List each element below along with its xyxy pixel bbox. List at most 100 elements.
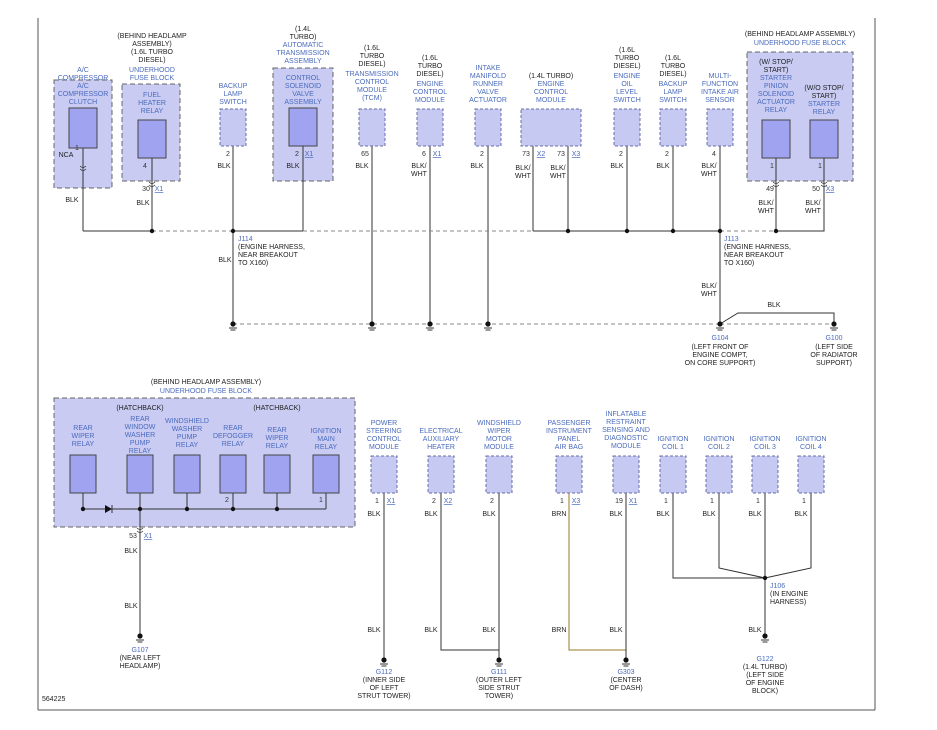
irsdm-pin: 19 bbox=[615, 498, 623, 505]
j114-id: J114 bbox=[238, 236, 253, 243]
starter-wire-a-label: BLK/WHT bbox=[758, 200, 775, 215]
wwm-wire2-label: BLK bbox=[482, 627, 496, 634]
wwm-wire1-label: BLK bbox=[482, 511, 496, 518]
bottom-relay-4 bbox=[219, 454, 247, 494]
backup16-pin: 2 bbox=[665, 151, 669, 158]
g100-wire-label: BLK bbox=[767, 302, 781, 309]
g112-dot bbox=[381, 657, 387, 663]
ac-pin-break bbox=[79, 165, 87, 171]
ac-clutch-coil bbox=[68, 107, 98, 149]
nca-label: NCA bbox=[59, 152, 74, 159]
wwm-box bbox=[485, 455, 513, 494]
bottom-out-break bbox=[136, 527, 144, 533]
ats-conn: X1 bbox=[305, 151, 314, 158]
ats-pin: 2 bbox=[295, 151, 299, 158]
ecm14-box bbox=[520, 108, 582, 147]
pab-wire2-label: BRN bbox=[552, 627, 567, 634]
irsdm-wire2-label: BLK bbox=[609, 627, 623, 634]
starter-relay bbox=[809, 119, 839, 159]
ecm14-pin-b: 73 bbox=[557, 151, 565, 158]
ground-tcm-dot bbox=[369, 321, 375, 327]
ignition-coil-3-box bbox=[751, 455, 779, 494]
ignition-coil-2-box bbox=[705, 455, 733, 494]
pscm-wire2-label: BLK bbox=[367, 627, 381, 634]
relay-junction-2 bbox=[137, 506, 143, 512]
g107-dot bbox=[137, 633, 143, 639]
ignition-coil-4-pin: 1 bbox=[802, 498, 806, 505]
bottom-relay-6 bbox=[312, 454, 340, 494]
relay-condition-5: (HATCHBACK) bbox=[253, 405, 300, 412]
ecm14-conn-a: X2 bbox=[537, 151, 546, 158]
j113-id: J113 bbox=[724, 236, 739, 243]
j114-splice bbox=[230, 228, 236, 234]
ignition-coil-1-wire-label: BLK bbox=[656, 511, 670, 518]
fuel-heater-conn: X1 bbox=[155, 186, 164, 193]
coil2-wire bbox=[718, 493, 766, 579]
g100-id: G100 bbox=[825, 335, 842, 342]
backup-switch-box bbox=[219, 108, 247, 147]
g112-id: G112 bbox=[376, 669, 393, 676]
fuel-splice bbox=[149, 228, 155, 234]
j113-wire-label: BLK/WHT bbox=[701, 283, 718, 298]
g100-dot bbox=[831, 321, 837, 327]
pab-box bbox=[555, 455, 583, 494]
pin-defog: 2 bbox=[225, 497, 229, 504]
starter-title: UNDERHOOD FUSE BLOCK bbox=[754, 40, 847, 47]
ecm16-conn: X1 bbox=[433, 151, 442, 158]
ground-imrv-dot bbox=[485, 321, 491, 327]
backup16-wire-label: BLK bbox=[656, 163, 670, 170]
ecm16-box bbox=[416, 108, 444, 147]
eah-wire bbox=[440, 493, 499, 651]
imrv-wire-label: BLK bbox=[470, 163, 484, 170]
bottom-block-title: UNDERHOOD FUSE BLOCK bbox=[160, 388, 253, 395]
g303-id: G303 bbox=[617, 669, 634, 676]
ecm16-pin: 6 bbox=[422, 151, 426, 158]
pab-wire bbox=[568, 493, 626, 651]
ignition-coil-3-wire-label: BLK bbox=[748, 511, 762, 518]
irsdm-conn: X1 bbox=[629, 498, 638, 505]
j113-splice bbox=[717, 228, 723, 234]
pscm-box bbox=[370, 455, 398, 494]
ignition-coil-4-wire-label: BLK bbox=[794, 511, 808, 518]
g107-id: G107 bbox=[131, 647, 148, 654]
ecm14-conn-b: X3 bbox=[572, 151, 581, 158]
ecm16-wire-label: BLK/WHT bbox=[411, 163, 428, 178]
oil-wire-label: BLK bbox=[610, 163, 624, 170]
g303-dot bbox=[623, 657, 629, 663]
mfias-wire-label: BLK/WHT bbox=[701, 163, 718, 178]
starter-pin-a: 49 bbox=[766, 186, 774, 193]
starter-wire-b bbox=[776, 158, 825, 232]
starter-break-b bbox=[820, 181, 828, 187]
g100-wire bbox=[719, 312, 835, 325]
irsdm-wire1-label: BLK bbox=[609, 511, 623, 518]
eah-wire1-label: BLK bbox=[424, 511, 438, 518]
imrv-pin: 2 bbox=[480, 151, 484, 158]
pab-conn: X3 bbox=[572, 498, 581, 505]
ats-solenoid bbox=[288, 107, 318, 147]
starter-block bbox=[746, 51, 854, 182]
